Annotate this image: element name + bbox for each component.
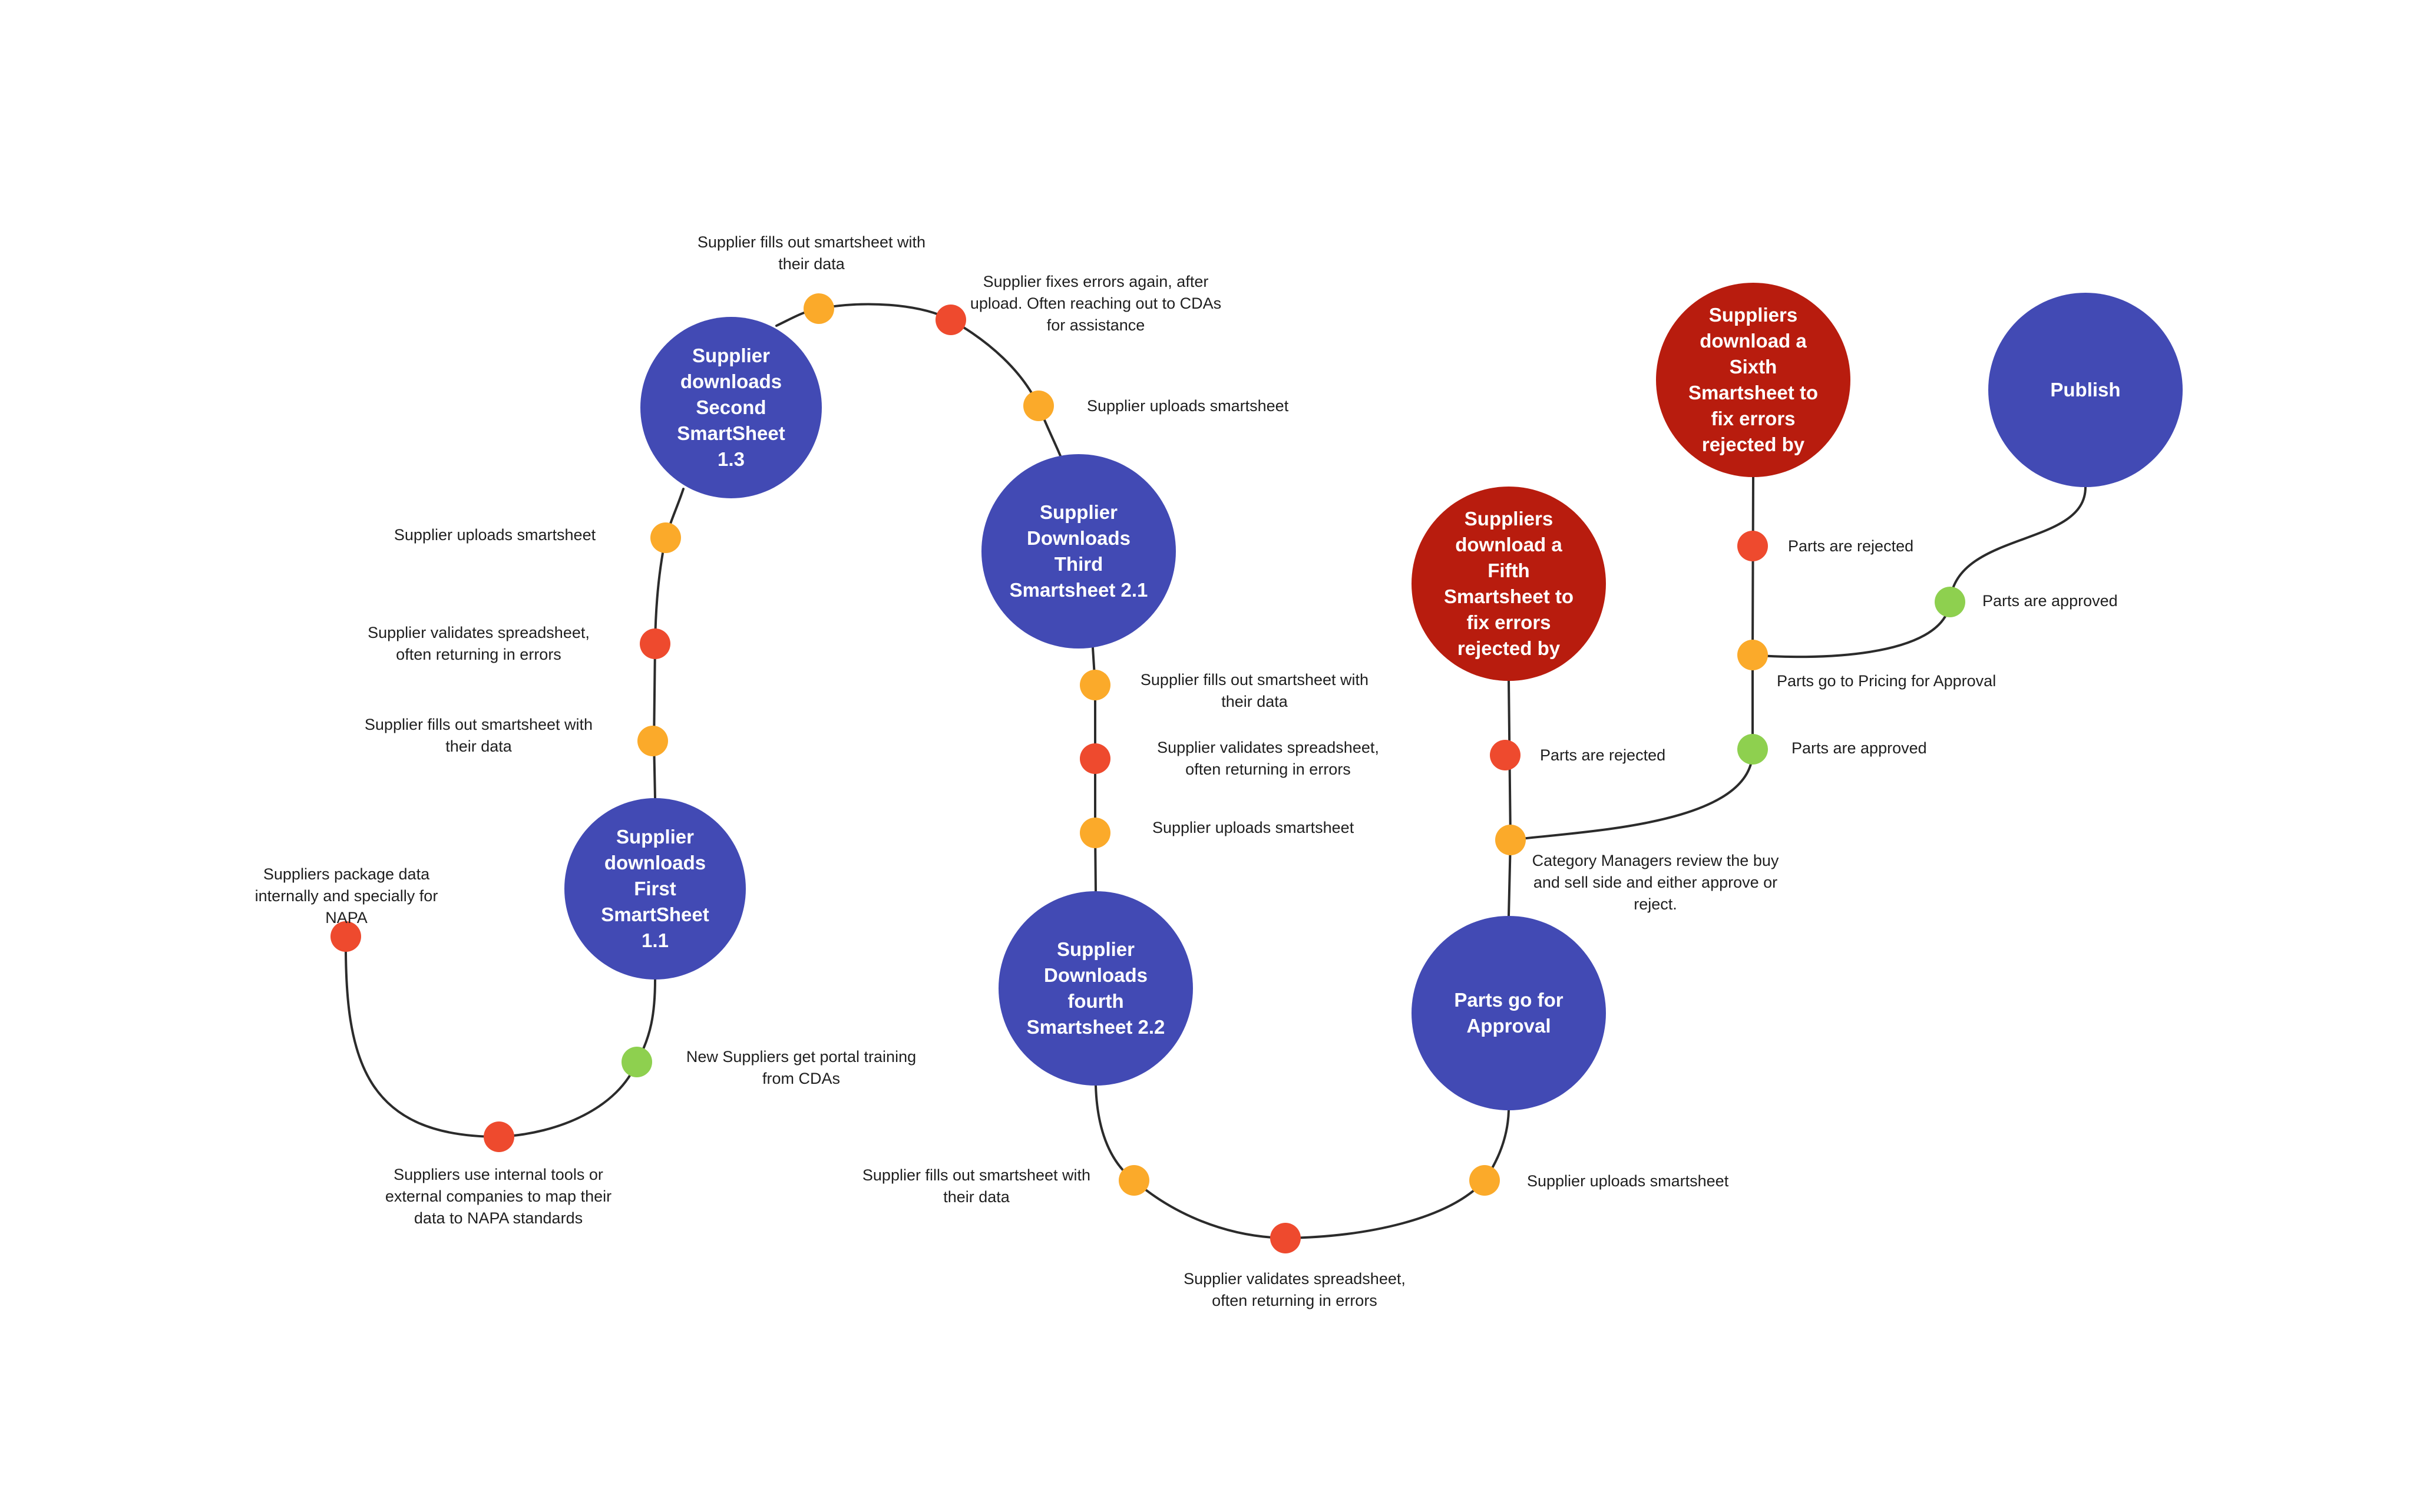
step-dot-validate-3[interactable] xyxy=(1080,743,1110,774)
step-label-package-data: Suppliers package data internally and sp… xyxy=(254,865,438,927)
step-label-fill-2: Supplier fills out smartsheet with their… xyxy=(697,233,926,273)
step-label-rejected-6: Parts are rejected xyxy=(1788,537,1914,555)
connector-pricing-to-approved-2 xyxy=(1751,601,1951,659)
node-publish-label: Publish xyxy=(2050,379,2121,401)
connector-approved-2-to-publish xyxy=(1949,486,2087,603)
node-second-smartsheet[interactable]: Supplier downloads Second SmartSheet 1.3 xyxy=(640,317,822,498)
node-publish[interactable]: Publish xyxy=(1988,293,2183,487)
node-first-smartsheet-label: Supplier downloads First SmartSheet 1.1 xyxy=(601,826,709,951)
connector-validate-1-to-upload-1 xyxy=(654,537,667,645)
step-dot-validate-4[interactable] xyxy=(1270,1223,1301,1253)
step-dot-approved-2[interactable] xyxy=(1935,587,1965,617)
node-fourth-smartsheet[interactable]: Supplier Downloads fourth Smartsheet 2.2 xyxy=(999,891,1193,1086)
step-label-approved-1: Parts are approved xyxy=(1791,739,1927,757)
step-dot-fix-errors[interactable] xyxy=(936,305,966,335)
step-label-fill-3: Supplier fills out smartsheet with their… xyxy=(1140,671,1369,710)
step-dot-package-data[interactable] xyxy=(330,921,361,952)
step-label-upload-4: Supplier uploads smartsheet xyxy=(1527,1172,1729,1190)
connector-review-to-approved-1 xyxy=(1509,748,1754,841)
node-fifth-smartsheet[interactable]: Suppliers download a Fifth Smartsheet to… xyxy=(1412,487,1606,681)
step-dot-internal-tools[interactable] xyxy=(484,1121,514,1152)
step-label-validate-1: Supplier validates spreadsheet, often re… xyxy=(368,624,590,663)
connector-fill-4-to-validate-4 xyxy=(1133,1179,1287,1239)
node-sixth-smartsheet-label: Suppliers download a Sixth Smartsheet to… xyxy=(1688,304,1819,455)
step-label-rejected-5: Parts are rejected xyxy=(1540,746,1666,764)
step-dot-category-review[interactable] xyxy=(1495,825,1526,855)
step-dot-upload-1[interactable] xyxy=(650,522,681,553)
node-first-smartsheet[interactable]: Supplier downloads First SmartSheet 1.1 xyxy=(564,798,746,980)
step-dot-portal-training[interactable] xyxy=(622,1047,652,1077)
node-fourth-smartsheet-label: Supplier Downloads fourth Smartsheet 2.2 xyxy=(1026,938,1165,1038)
step-dot-rejected-6[interactable] xyxy=(1737,531,1768,561)
step-dot-validate-1[interactable] xyxy=(640,628,670,659)
step-dot-approved-1[interactable] xyxy=(1737,734,1768,765)
step-dot-upload-2[interactable] xyxy=(1023,391,1054,421)
step-label-approved-2: Parts are approved xyxy=(1982,592,2118,610)
node-fifth-smartsheet-label: Suppliers download a Fifth Smartsheet to… xyxy=(1443,508,1574,659)
step-dot-fill-4[interactable] xyxy=(1119,1165,1149,1196)
node-third-smartsheet[interactable]: Supplier Downloads Third Smartsheet 2.1 xyxy=(981,454,1176,649)
step-label-upload-1: Supplier uploads smartsheet xyxy=(394,526,596,544)
step-label-portal-training: New Suppliers get portal training from C… xyxy=(686,1048,917,1087)
step-label-upload-2: Supplier uploads smartsheet xyxy=(1087,397,1289,415)
connector-fill-2-to-fix xyxy=(818,303,952,321)
connector-validate-4-to-upload-4 xyxy=(1284,1179,1486,1239)
node-parts-approval-label: Parts go for Approval xyxy=(1454,989,1564,1037)
step-label-fill-4: Supplier fills out smartsheet with their… xyxy=(862,1166,1091,1206)
step-dot-upload-3[interactable] xyxy=(1080,818,1110,848)
node-second-smartsheet-label: Supplier downloads Second SmartSheet 1.3 xyxy=(677,345,785,470)
step-label-pricing-approval: Parts go to Pricing for Approval xyxy=(1777,672,1996,690)
step-dot-upload-4[interactable] xyxy=(1469,1165,1500,1196)
step-dot-fill-3[interactable] xyxy=(1080,670,1110,700)
step-label-validate-4: Supplier validates spreadsheet, often re… xyxy=(1184,1270,1406,1309)
step-dot-fill-2[interactable] xyxy=(804,293,834,324)
step-label-upload-3: Supplier uploads smartsheet xyxy=(1152,819,1354,836)
step-dot-rejected-5[interactable] xyxy=(1490,740,1520,770)
step-dot-fill-1[interactable] xyxy=(637,726,668,756)
connector-tools-to-training xyxy=(498,1061,638,1138)
step-label-category-review: Category Managers review the buy and sel… xyxy=(1532,852,1779,913)
step-label-fix-errors: Supplier fixes errors again, after uploa… xyxy=(970,273,1222,334)
connector-package-to-tools xyxy=(344,935,500,1138)
step-label-validate-3: Supplier validates spreadsheet, often re… xyxy=(1157,739,1379,778)
step-label-fill-1: Supplier fills out smartsheet with their… xyxy=(364,716,593,755)
node-sixth-smartsheet[interactable]: Suppliers download a Sixth Smartsheet to… xyxy=(1656,283,1850,477)
node-third-smartsheet-label: Supplier Downloads Third Smartsheet 2.1 xyxy=(1009,501,1148,601)
step-dot-pricing-approval[interactable] xyxy=(1737,640,1768,670)
node-parts-approval[interactable]: Parts go for Approval xyxy=(1412,916,1606,1110)
step-label-internal-tools: Suppliers use internal tools or external… xyxy=(385,1166,612,1227)
